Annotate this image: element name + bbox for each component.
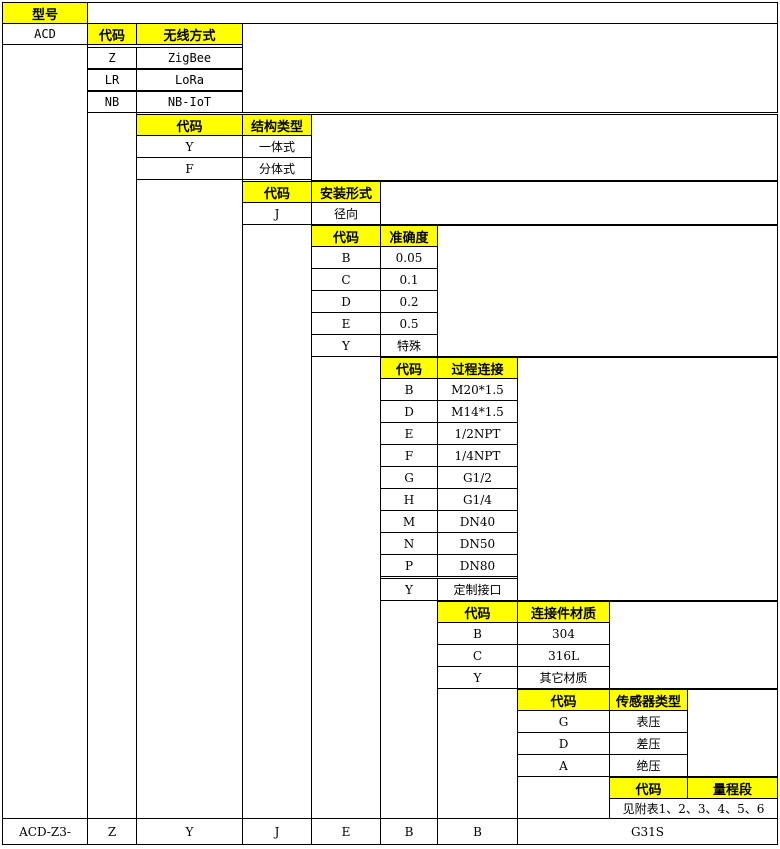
process-row-code: N [380, 532, 438, 555]
process-row-code: Y [380, 578, 438, 601]
process-row-value: DN80 [437, 554, 518, 577]
process-row-code: B [380, 378, 438, 401]
model-value: ACD [2, 23, 88, 45]
process-row-value: 1/4NPT [437, 444, 518, 467]
process-code-header: 代码 [380, 357, 438, 379]
material-row-value: 其它材质 [517, 666, 610, 689]
process-row-code: E [380, 422, 438, 445]
process-blank [517, 357, 778, 601]
accuracy-row-value: 0.2 [380, 290, 438, 313]
sensor-row-value: 差压 [609, 732, 688, 755]
sensor-row-value: 绝压 [609, 754, 688, 777]
sensor-title: 传感器类型 [609, 689, 688, 711]
material-row-value: 304 [517, 622, 610, 645]
install-row-value: 径向 [311, 202, 381, 225]
install-code-header: 代码 [242, 181, 312, 203]
example-model: ACD-Z3- [2, 818, 88, 845]
example-install: J [242, 818, 312, 845]
material-title: 连接件材质 [517, 601, 610, 623]
wireless-title: 无线方式 [136, 23, 243, 45]
material-column-blank [437, 688, 518, 819]
example-range: G31S [517, 818, 778, 845]
sensor-code-header: 代码 [517, 689, 610, 711]
wireless-row-value: ZigBee [136, 47, 243, 69]
process-row-code: H [380, 488, 438, 511]
install-blank [380, 181, 778, 225]
process-row-value: 1/2NPT [437, 422, 518, 445]
wireless-row-code: NB [87, 91, 137, 113]
example-structure: Y [136, 818, 243, 845]
range-title: 量程段 [687, 777, 778, 799]
model-column-blank [2, 44, 88, 819]
accuracy-row-code: E [311, 312, 381, 335]
process-row-value: DN40 [437, 510, 518, 533]
material-row-code: B [437, 622, 518, 645]
accuracy-row-code: B [311, 246, 381, 269]
range-code-header: 代码 [609, 777, 688, 799]
install-column-blank [242, 224, 312, 819]
model-header: 型号 [2, 2, 88, 24]
process-row-value: G1/2 [437, 466, 518, 489]
sensor-column-blank [517, 776, 610, 819]
structure-blank [311, 114, 778, 181]
wireless-code-header: 代码 [87, 23, 137, 45]
structure-column-blank [136, 179, 243, 819]
accuracy-title: 准确度 [380, 225, 438, 247]
structure-row-value: 分体式 [242, 157, 312, 180]
accuracy-row-code: Y [311, 334, 381, 357]
accuracy-code-header: 代码 [311, 225, 381, 247]
example-material: B [437, 818, 518, 845]
accuracy-column-blank [311, 356, 381, 819]
process-row-value: 定制接口 [437, 578, 518, 601]
example-process: B [380, 818, 438, 845]
process-row-code: P [380, 554, 438, 577]
install-row-code: J [242, 202, 312, 225]
structure-title: 结构类型 [242, 114, 312, 136]
sensor-blank [687, 689, 778, 777]
material-row-code: Y [437, 666, 518, 689]
process-row-code: D [380, 400, 438, 423]
wireless-column-blank [87, 112, 137, 819]
accuracy-row-value: 0.5 [380, 312, 438, 335]
material-code-header: 代码 [437, 601, 518, 623]
sensor-row-code: G [517, 710, 610, 733]
sensor-row-code: A [517, 754, 610, 777]
process-column-blank [380, 600, 438, 819]
process-row-code: M [380, 510, 438, 533]
process-title: 过程连接 [437, 357, 518, 379]
wireless-row-code: LR [87, 69, 137, 91]
example-accuracy: E [311, 818, 381, 845]
structure-row-code: Y [136, 135, 243, 158]
accuracy-row-code: D [311, 290, 381, 313]
accuracy-blank [437, 225, 778, 357]
accuracy-row-value: 特殊 [380, 334, 438, 357]
process-row-value: M20*1.5 [437, 378, 518, 401]
material-row-value: 316L [517, 644, 610, 667]
wireless-row-value: LoRa [136, 69, 243, 91]
process-row-code: G [380, 466, 438, 489]
accuracy-row-value: 0.05 [380, 246, 438, 269]
wireless-row-code: Z [87, 47, 137, 69]
process-row-value: M14*1.5 [437, 400, 518, 423]
process-row-code: F [380, 444, 438, 467]
model-header-blank [87, 2, 778, 24]
material-blank [609, 601, 778, 689]
range-note: 见附表1、2、3、4、5、6 [609, 798, 778, 819]
sensor-row-value: 表压 [609, 710, 688, 733]
process-row-value: G1/4 [437, 488, 518, 511]
structure-row-code: F [136, 157, 243, 180]
structure-code-header: 代码 [136, 114, 243, 136]
accuracy-row-value: 0.1 [380, 268, 438, 291]
accuracy-row-code: C [311, 268, 381, 291]
wireless-row-value: NB-IoT [136, 91, 243, 113]
process-row-value: DN50 [437, 532, 518, 555]
install-title: 安装形式 [311, 181, 381, 203]
sensor-row-code: D [517, 732, 610, 755]
material-row-code: C [437, 644, 518, 667]
structure-row-value: 一体式 [242, 135, 312, 158]
example-wireless: Z [87, 818, 137, 845]
wireless-blank [242, 23, 778, 113]
